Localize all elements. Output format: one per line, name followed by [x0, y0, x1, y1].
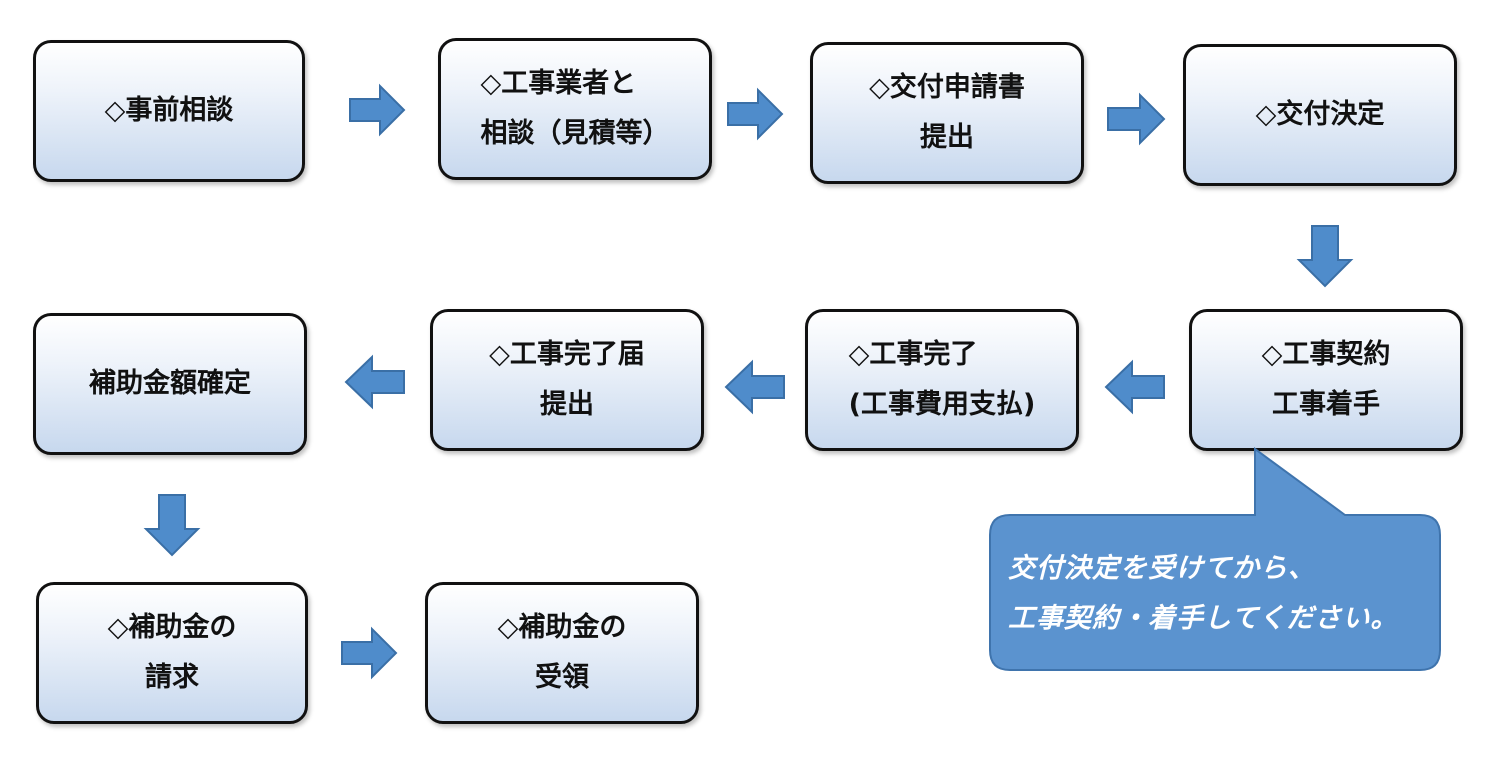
step-line: ◇交付申請書: [869, 72, 1025, 104]
arrow-right-icon: [349, 83, 406, 137]
step-prior-consultation: ◇事前相談: [33, 40, 305, 182]
step-line: 提出: [539, 389, 594, 420]
step-application-submission: ◇交付申請書 提出: [810, 42, 1084, 184]
callout-text: 交付決定を受けてから、 工事契約・着手してください。: [1008, 544, 1398, 644]
step-line: ◇工事完了届: [489, 339, 645, 371]
step-line: 工事着手: [1271, 389, 1380, 420]
arrow-left-icon: [724, 359, 785, 415]
step-work-completion: ◇工事完了 (工事費用支払): [805, 309, 1079, 451]
step-amount-confirmation: 補助金額確定: [33, 313, 307, 455]
step-subsidy-receipt: ◇補助金の 受領: [425, 582, 699, 724]
step-line: ◇交付決定: [1255, 99, 1385, 131]
arrow-left-icon: [1104, 359, 1165, 415]
arrow-down-icon: [1296, 225, 1354, 288]
step-line: ◇補助金の: [497, 612, 627, 644]
step-line: 提出: [919, 122, 974, 153]
step-line: 受領: [534, 662, 589, 693]
step-contractor-consultation: ◇工事業者と 相談（見積等）: [438, 38, 712, 180]
arrow-right-icon: [341, 626, 398, 680]
step-line: ◇工事契約: [1261, 339, 1391, 371]
step-line: ◇工事完了: [848, 339, 978, 371]
step-line: ◇補助金の: [107, 612, 237, 644]
step-line: 請求: [144, 662, 199, 693]
step-grant-decision: ◇交付決定: [1183, 44, 1457, 186]
step-line: 相談（見積等）: [480, 118, 670, 149]
arrow-right-icon: [727, 87, 784, 141]
step-line: ◇工事業者と: [480, 68, 637, 100]
step-subsidy-request: ◇補助金の 請求: [36, 582, 308, 724]
arrow-left-icon: [344, 354, 405, 410]
arrow-down-icon: [143, 494, 201, 557]
callout-line: 交付決定を受けてから、: [1008, 553, 1316, 584]
step-line: (工事費用支払): [848, 389, 1036, 420]
callout-line: 工事契約・着手してください。: [1008, 602, 1399, 634]
step-contract-start: ◇工事契約 工事着手: [1189, 309, 1463, 451]
step-completion-report: ◇工事完了届 提出: [430, 309, 704, 451]
arrow-right-icon: [1107, 92, 1166, 146]
step-line: ◇事前相談: [104, 95, 234, 127]
step-line: 補助金額確定: [89, 368, 251, 400]
